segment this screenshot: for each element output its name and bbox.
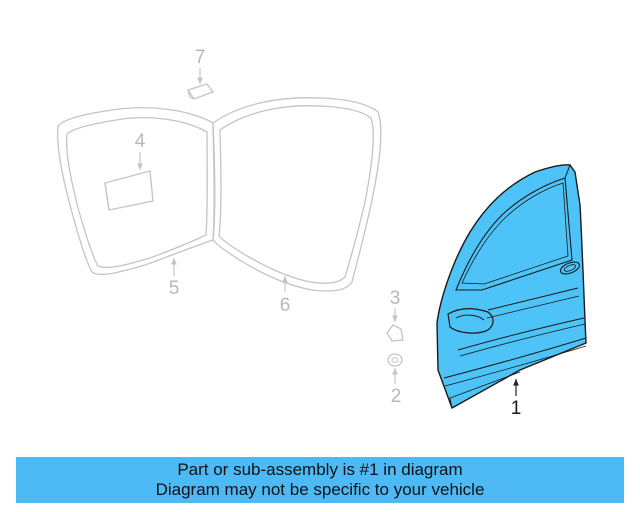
clip-part [386,324,404,342]
door-shell-part[interactable] [436,164,587,409]
callout-7-label: 7 [195,47,206,68]
callout-6-label: 6 [280,295,291,316]
callout-4-label: 4 [135,131,146,152]
callout-5-label: 5 [169,278,180,299]
insulator-part [104,170,154,211]
caption-line-1: Part or sub-assembly is #1 in diagram [177,460,463,479]
callout-2-label: 2 [391,386,402,407]
caption-banner: Part or sub-assembly is #1 in diagram Di… [16,457,624,503]
callout-3-label: 3 [390,288,401,309]
bracket-part [186,83,215,100]
caption-line-2: Diagram may not be specific to your vehi… [155,480,485,499]
plug-part [387,353,403,367]
door-weatherstrip-part [212,97,382,292]
callout-1-label: 1 [511,398,522,419]
